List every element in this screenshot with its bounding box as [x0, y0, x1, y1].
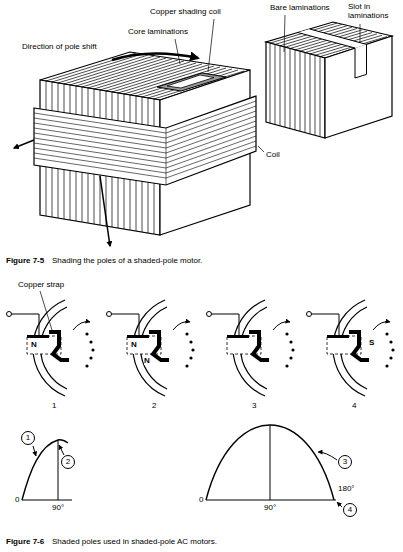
pole-shift-arrow: [112, 53, 198, 60]
leader-line: [208, 19, 214, 72]
leader-line: [360, 24, 361, 42]
lamination-top-lines: [46, 53, 244, 99]
part-label: Direction of pole shift: [22, 42, 97, 51]
part-label: Coil: [266, 150, 280, 159]
slot-groove: [298, 29, 367, 48]
caption-text: Shading the poles of a shaded-pole motor…: [52, 256, 202, 265]
axis-label: 90°: [264, 503, 276, 512]
pointer-arrow: [59, 445, 64, 455]
pointer-arrow: [318, 452, 337, 460]
pointer-arrow: [337, 502, 342, 507]
axis-label: 90°: [52, 503, 64, 512]
lamination-top-lines: [270, 23, 387, 57]
figure-number: Figure 7-5: [6, 256, 44, 265]
leader-lines: [175, 15, 360, 152]
slot-notch: [355, 44, 367, 78]
part-label: Slot in laminations: [348, 2, 398, 20]
lamination-stack: [266, 22, 392, 138]
leader-line: [284, 15, 285, 52]
lamination-lines: [270, 43, 320, 137]
step-number: 4: [352, 401, 356, 410]
pointer-arrow: [33, 446, 36, 456]
lead-wire: [14, 140, 34, 148]
callout-circle: 1: [21, 431, 35, 445]
step-number: 1: [52, 401, 56, 410]
axis-label: 0: [199, 495, 203, 504]
pole-letter: N: [144, 356, 150, 365]
shading-coil-opening: [167, 75, 214, 88]
ninety-line: [270, 425, 271, 500]
slot-notch-edges: [355, 44, 367, 78]
callout-circle: 4: [343, 503, 357, 517]
callout-number: 4: [348, 506, 352, 514]
callout-number: 3: [343, 458, 347, 466]
shaded-pole-step: [7, 300, 95, 396]
coil-windings: [34, 101, 256, 185]
axis-label: 180°: [338, 484, 355, 493]
callout-circle: 2: [61, 455, 75, 469]
baseline: [22, 500, 72, 501]
pole-letter: N: [31, 340, 37, 349]
pole-letter: N: [131, 340, 137, 349]
part-label: Bare laminations: [270, 3, 330, 12]
callout-circle: 3: [338, 455, 352, 469]
callout-number: 2: [66, 458, 70, 466]
part-label: Copper shading coil: [150, 7, 221, 16]
figure-number: Figure 7-6: [6, 537, 44, 546]
caption-text: Shaded poles used in shaded-pole AC moto…: [52, 537, 217, 546]
shaded-pole-step: [207, 300, 295, 396]
lead-wire: [100, 176, 110, 246]
ninety-line: [58, 440, 59, 500]
step-number: 3: [252, 401, 256, 410]
shaded-pole-step: [107, 300, 195, 396]
wave-curve: [206, 425, 334, 500]
stack-front-face: [266, 42, 325, 138]
leader-line: [175, 39, 180, 64]
baseline: [206, 500, 336, 501]
shaded-pole-step: [307, 300, 395, 396]
waveform: [22, 425, 342, 507]
part-label: Core laminations: [128, 27, 188, 36]
field-coil: [34, 96, 256, 185]
leader-line: [258, 146, 264, 152]
axis-label: 0: [15, 495, 19, 504]
slot-groove-edges: [298, 29, 367, 48]
step-number: 2: [152, 401, 156, 410]
pole-letter: S: [369, 338, 374, 347]
pole-core: [14, 52, 256, 246]
part-label: Copper strap: [18, 280, 64, 289]
wave-curve: [22, 440, 68, 500]
shading-coil: [157, 73, 226, 91]
stack-side-face: [325, 36, 392, 138]
leader-line: [40, 291, 52, 330]
callout-number: 1: [26, 434, 30, 442]
